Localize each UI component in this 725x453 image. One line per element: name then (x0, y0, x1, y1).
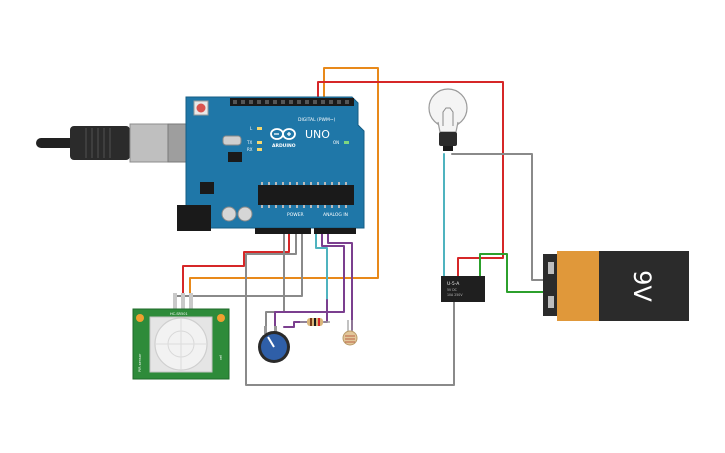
pir-pin-3 (189, 293, 193, 309)
battery-label: 9V (628, 270, 656, 302)
usb-cable (36, 123, 203, 163)
pir-pin-1 (173, 293, 177, 309)
wire-gray-pir-gnd[interactable] (245, 231, 455, 386)
wire-teal-a0[interactable] (315, 231, 328, 301)
wire-red-pir-vcc[interactable] (182, 231, 290, 301)
resistor-band-3 (318, 318, 320, 326)
resistor-band-1 (310, 318, 312, 326)
battery-terminal-plus (548, 262, 554, 274)
led-on (344, 141, 349, 144)
arduino-logo (270, 128, 296, 140)
resistor-band-2 (314, 318, 316, 326)
pir-top-text: HC-SR501 (170, 312, 188, 316)
on-label: ON (333, 140, 339, 145)
arduino-logo-text: ARDUINO (272, 143, 296, 149)
pot-pin-1 (264, 326, 267, 334)
wire-green-relay-battery[interactable] (479, 253, 546, 293)
bulb-neck (437, 121, 459, 133)
usb-cable-wire (36, 138, 76, 148)
rx-label: RX (247, 147, 253, 152)
tx-label: TX (246, 140, 252, 145)
capacitor-2 (237, 206, 253, 222)
battery-cap (557, 251, 599, 321)
bulb-tip (443, 146, 453, 151)
pir-pot-left[interactable] (136, 314, 144, 322)
small-ic (228, 152, 242, 162)
bulb-base (439, 132, 457, 146)
arduino-uno[interactable]: DIGITAL (PWM~) UNO ARDUINO L TX RX ON (177, 96, 365, 234)
photoresistor (342, 320, 358, 346)
battery-terminal-minus (548, 296, 554, 308)
light-bulb[interactable] (428, 88, 468, 151)
voltage-regulator (200, 182, 214, 194)
potentiometer[interactable] (258, 326, 290, 363)
battery-body (599, 251, 689, 321)
relay-sublabel-1: 5V DC (447, 288, 458, 292)
wire-orange-signal[interactable] (189, 67, 379, 301)
wire-red-relay-signal[interactable] (317, 81, 504, 279)
arduino-model: UNO (305, 128, 330, 141)
relay-module[interactable]: U-5-A 5V DC 10A 250V (441, 276, 485, 302)
resistor (300, 318, 330, 326)
atmega-chip (258, 185, 354, 205)
relay-sublabel-2: 10A 250V (447, 293, 463, 297)
power-header (255, 228, 311, 234)
power-label: POWER (287, 212, 304, 218)
wire-gray-bulb-battery[interactable] (451, 153, 546, 281)
led-l (257, 127, 262, 130)
pir-sensor[interactable]: PIR sensor ref HC-SR501 (132, 293, 230, 380)
digital-header-pins (233, 100, 349, 104)
wire-purple-a1[interactable] (274, 231, 345, 333)
analog-label: ANALOG IN (323, 212, 348, 218)
dc-jack (177, 205, 211, 231)
pir-left-text: PIR sensor (138, 353, 142, 372)
led-l-label: L (250, 126, 253, 131)
chip-pins (261, 182, 347, 208)
pot-pin-2 (274, 326, 277, 334)
capacitor-1 (221, 206, 237, 222)
battery-9v[interactable]: 9V (543, 251, 689, 321)
led-tx (257, 141, 262, 144)
pir-pot-right[interactable] (217, 314, 225, 322)
analog-header (314, 228, 356, 234)
ldr-trace (345, 335, 355, 343)
pir-right-text: ref (219, 354, 223, 360)
usb-plug-grip (70, 126, 130, 160)
pot-indicator (267, 336, 275, 348)
crystal (222, 135, 242, 146)
relay-label: U-5-A (447, 281, 460, 287)
relay-body (441, 276, 485, 302)
pir-pin-2 (181, 293, 185, 309)
wires (174, 67, 546, 386)
usb-grip-lines (85, 128, 111, 158)
led-rx (257, 148, 262, 151)
arduino-board (185, 96, 365, 229)
reset-button-cap[interactable] (196, 103, 206, 113)
digital-label: DIGITAL (PWM~) (298, 117, 336, 123)
bulb-filament (442, 107, 454, 126)
ldr-body (342, 330, 358, 346)
wire-purple-ldr[interactable] (327, 231, 353, 331)
